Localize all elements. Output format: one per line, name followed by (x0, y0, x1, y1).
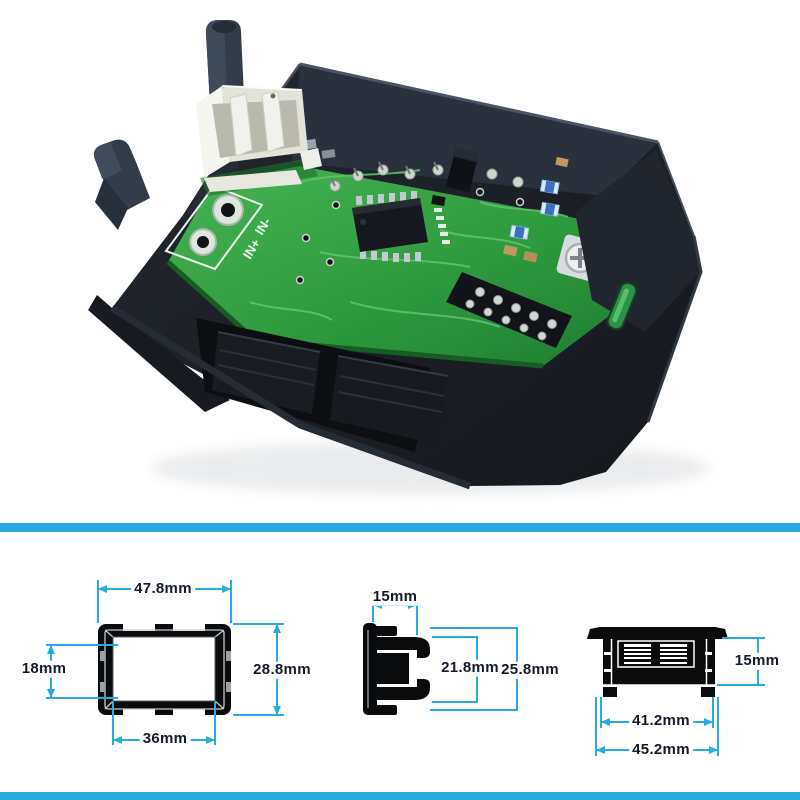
display-lens (606, 281, 638, 331)
product-photo: IN- IN+ (88, 20, 710, 494)
jst-connector (196, 85, 322, 196)
smd-capacitors (503, 156, 569, 263)
display-window (624, 644, 651, 664)
pcb-vias (295, 187, 525, 285)
dim-label-bottom-inner-width: 41.2mm (629, 712, 693, 730)
silkscreen-outline (164, 184, 264, 271)
mounting-hole-drill (221, 203, 235, 217)
display-header-pins (446, 272, 572, 348)
case-top-rim (299, 62, 659, 144)
dim-label-front-right-height: 28.8mm (250, 661, 314, 679)
case-right-rim (657, 141, 695, 237)
product-photo-illustration: IN- IN+ (88, 20, 710, 494)
front-view-drawing (98, 624, 231, 715)
case-right-wall (575, 150, 703, 423)
dim-label-side-outer-height: 25.8mm (498, 661, 562, 679)
mounting-clip-left (93, 139, 150, 230)
bottom-view-arrowheads (596, 718, 718, 754)
dim-label-front-bottom-width: 36mm (139, 730, 191, 748)
bottom-view-drawing (587, 627, 728, 697)
smd-resistor (321, 149, 336, 159)
dim-label-side-depth: 15mm (369, 588, 421, 606)
jumper-block (446, 147, 479, 193)
dim-label-front-left-height: 18mm (18, 660, 70, 678)
front-view-arrowheads (47, 585, 281, 744)
smd-pads (434, 208, 450, 244)
divider-bottom (0, 792, 800, 800)
connector-pin (270, 93, 276, 99)
dim-label-side-inner-height: 21.8mm (438, 659, 502, 677)
main-ic (352, 191, 428, 262)
dim-label-bottom-outer-width: 45.2mm (629, 741, 693, 759)
dim-label-bottom-height: 15mm (731, 652, 783, 670)
mounting-hole-drill (197, 236, 209, 248)
sot23-transistor (431, 195, 446, 207)
divider-top (0, 523, 800, 532)
dim-label-front-top-width: 47.8mm (131, 580, 195, 598)
diagram-canvas (46, 580, 765, 756)
blue-smd-resistors (509, 179, 560, 240)
dimension-diagrams: 47.8mm 18mm 28.8mm 36mm 15mm 21.8mm 25.8… (0, 540, 800, 800)
display-modules (110, 305, 472, 490)
case-front-flange (88, 295, 230, 412)
side-view-drawing (363, 623, 430, 715)
display-window (660, 644, 687, 664)
